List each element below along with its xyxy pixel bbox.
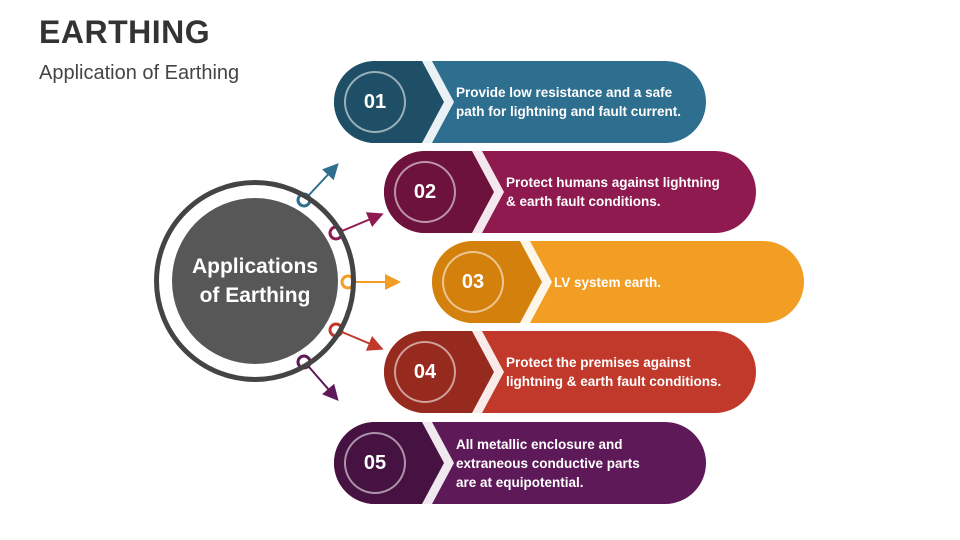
item-description: Protect humans against lightning & earth… [506,175,720,209]
item-number-badge: 05 [344,432,406,494]
item-number-badge: 03 [442,251,504,313]
item-description: All metallic enclosure and extraneous co… [456,436,640,490]
page-subtitle: Application of Earthing [39,62,240,84]
item-03: 03 LV system earth. [432,241,804,323]
item-02: 02 Protect humans against lightning & ea… [384,151,756,233]
item-04: 04 Protect the premises against lightnin… [384,331,756,413]
item-number-badge: 02 [394,161,456,223]
item-number-badge: 04 [394,341,456,403]
hub-label: Applications of Earthing [191,255,318,307]
item-number-badge: 01 [344,71,406,133]
hub-circle: Applications of Earthing [172,198,338,364]
item-description: Protect the premises against lightning &… [506,355,722,389]
item-description: LV system earth. [554,274,662,290]
item-05: 05 All metallic enclosure and extraneous… [334,422,706,504]
page-title: EARTHING [39,14,211,50]
item-description: Provide low resistance and a safe path f… [456,85,681,119]
hub-ring [154,180,356,382]
item-01: 01 Provide low resistance and a safe pat… [334,61,706,143]
